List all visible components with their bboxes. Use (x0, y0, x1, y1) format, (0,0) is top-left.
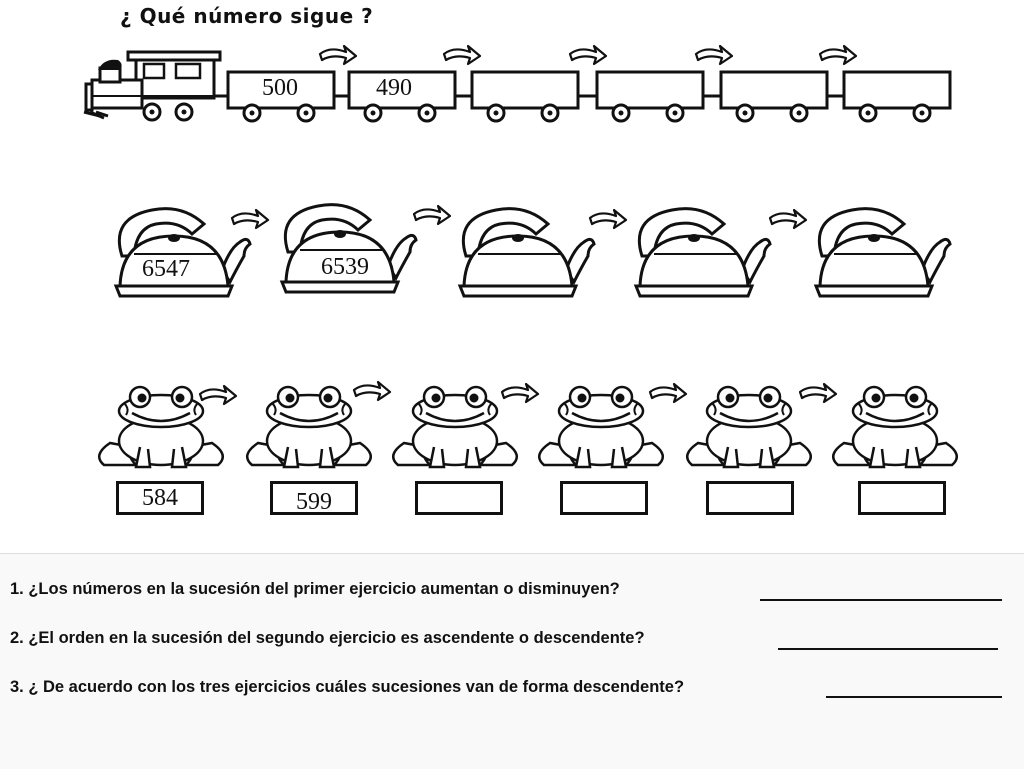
arrow-icon (442, 44, 482, 66)
arrow-icon (694, 44, 734, 66)
frog-2 (245, 385, 373, 469)
frog-value-1: 584 (142, 485, 178, 511)
frog-5 (685, 385, 813, 469)
arrow-icon (500, 382, 540, 404)
arrow-icon (318, 44, 358, 66)
question-2: 2. ¿El orden en la sucesión del segundo … (10, 629, 645, 647)
arrow-icon (798, 382, 838, 404)
answer-line-1[interactable] (760, 599, 1002, 601)
train-wagon-3 (470, 70, 580, 123)
questions-panel: 1. ¿Los números en la sucesión del prime… (0, 553, 1024, 769)
answer-line-2[interactable] (778, 648, 998, 650)
train-car-value-1: 500 (262, 75, 298, 101)
arrow-icon (352, 380, 392, 402)
frog-answer-box-4[interactable] (560, 481, 648, 515)
frog-6 (831, 385, 959, 469)
arrow-icon (230, 208, 270, 230)
arrow-icon (818, 44, 858, 66)
kettle-4 (634, 207, 772, 298)
worksheet-illustrations (83, 44, 959, 469)
train-wagon-1 (226, 70, 336, 123)
kettle-value-1: 6547 (142, 256, 190, 282)
kettle-5 (814, 207, 952, 298)
question-1: 1. ¿Los números en la sucesión del prime… (10, 580, 620, 598)
train-wagon-4 (595, 70, 705, 123)
question-3: 3. ¿ De acuerdo con los tres ejercicios … (10, 678, 685, 696)
frog-answer-box-3[interactable] (415, 481, 503, 515)
train-wagon-5 (719, 70, 829, 123)
frog-4 (537, 385, 665, 469)
frog-value-2: 599 (296, 489, 332, 515)
arrow-icon (412, 204, 452, 226)
kettle-3 (458, 207, 596, 298)
arrow-icon (588, 208, 628, 230)
frog-3 (391, 385, 519, 469)
frog-answer-box-2[interactable] (270, 481, 358, 515)
arrow-icon (648, 382, 688, 404)
train-locomotive (83, 50, 228, 122)
kettle-value-2: 6539 (321, 254, 369, 280)
train-wagon-2 (347, 70, 457, 123)
arrow-icon (198, 384, 238, 406)
arrow-icon (568, 44, 608, 66)
frog-answer-box-5[interactable] (706, 481, 794, 515)
worksheet-title: ¿ Qué número sigue ? (120, 4, 374, 28)
answer-line-3[interactable] (826, 696, 1002, 698)
train-car-value-2: 490 (376, 75, 412, 101)
arrow-icon (768, 208, 808, 230)
train-wagon-6 (842, 70, 952, 123)
frog-answer-box-6[interactable] (858, 481, 946, 515)
frog-answer-box-1[interactable] (116, 481, 204, 515)
